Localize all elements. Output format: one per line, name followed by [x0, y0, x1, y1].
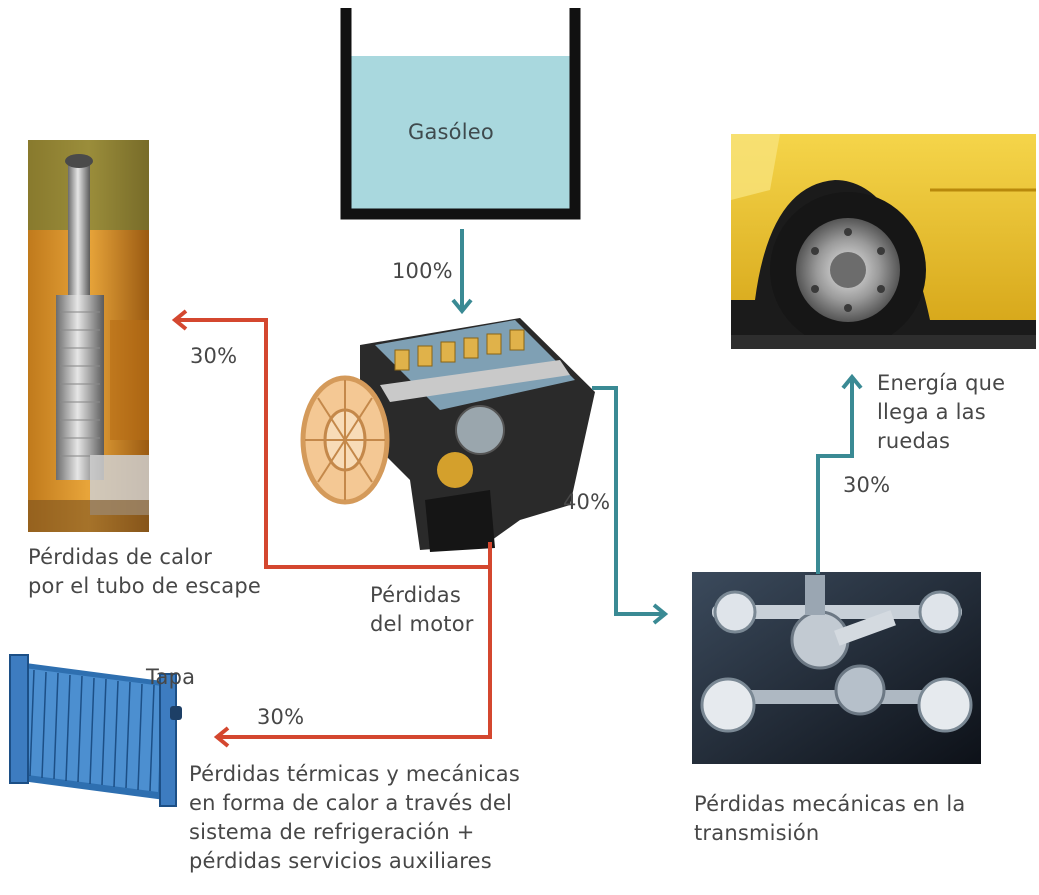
transmission-loss-label: Pérdidas mecánicas en la transmisión	[694, 790, 965, 848]
transmission-loss-line-1: Pérdidas mecánicas en la	[694, 792, 966, 816]
transmission-photo	[692, 572, 981, 764]
flow-transmission-to-wheels	[816, 373, 863, 574]
truck-wheel-photo	[731, 134, 1036, 349]
exhaust-stack-photo	[28, 140, 149, 532]
cooling-loss-label: Pérdidas térmicas y mecánicas en forma d…	[189, 760, 520, 876]
flow-cooling-percent: 30%	[257, 705, 305, 729]
flow-engine-to-exhaust	[171, 309, 490, 569]
flow-transmission-percent: 40%	[563, 490, 611, 514]
exhaust-loss-line-2: por el tubo de escape	[28, 574, 261, 598]
wheels-energy-line-1: Energía que	[877, 371, 1006, 395]
flow-fuel-to-engine	[451, 229, 473, 315]
wheels-energy-line-3: ruedas	[877, 429, 951, 453]
transmission-loss-line-2: transmisión	[694, 821, 820, 845]
exhaust-loss-label: Pérdidas de calor por el tubo de escape	[28, 543, 261, 601]
wheels-energy-line-2: llega a las	[877, 400, 986, 424]
cooling-loss-line-4: pérdidas servicios auxiliares	[189, 849, 492, 873]
cooling-loss-line-3: sistema de refrigeración +	[189, 820, 475, 844]
fuel-tank	[340, 8, 581, 220]
flow-wheels-percent: 30%	[843, 473, 891, 497]
cap-label: Tapa	[146, 665, 196, 689]
engine-photo	[300, 318, 595, 552]
engine-loss-line-1: Pérdidas	[370, 583, 462, 607]
engine-loss-label: Pérdidas del motor	[370, 581, 474, 639]
flow-engine-to-cooling	[213, 542, 492, 748]
engine-loss-line-2: del motor	[370, 612, 474, 636]
wheels-energy-label: Energía que llega a las ruedas	[877, 369, 1005, 456]
fuel-level	[351, 56, 570, 210]
tank-outline	[340, 8, 581, 220]
radiator-photo	[9, 654, 182, 807]
flow-exhaust-percent: 30%	[190, 344, 238, 368]
cooling-loss-line-2: en forma de calor a través del	[189, 791, 513, 815]
fuel-label: Gasóleo	[408, 120, 494, 144]
flow-engine-to-transmission	[592, 386, 669, 625]
cooling-loss-line-1: Pérdidas térmicas y mecánicas	[189, 762, 521, 786]
flow-fuel-percent: 100%	[392, 259, 453, 283]
exhaust-loss-line-1: Pérdidas de calor	[28, 545, 213, 569]
